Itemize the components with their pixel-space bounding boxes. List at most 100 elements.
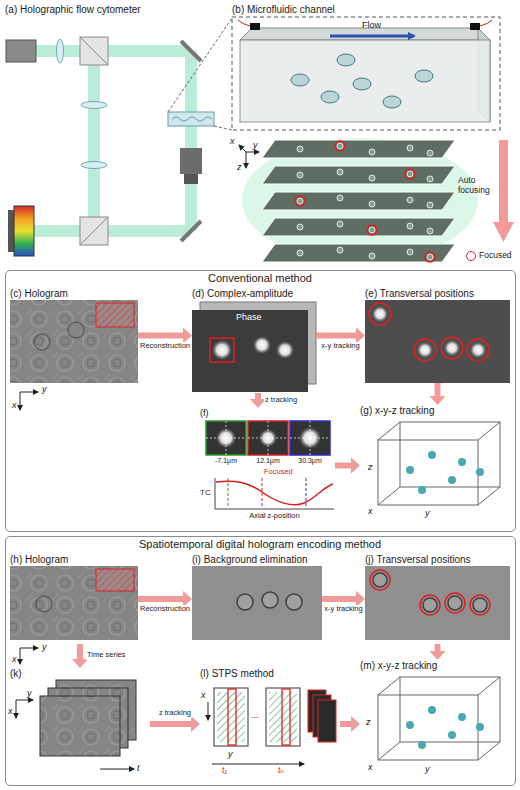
figure-panel: (h) Hologram	[10, 554, 138, 644]
arrow-head	[430, 396, 446, 405]
figure-panel: (j) Transversal positions	[365, 554, 510, 644]
axis-label: x	[12, 654, 17, 664]
flow-arrow	[150, 716, 200, 732]
figure-panel: (f) -7.1μm12.1μm30.3μmTC FocusedAxial z-po…	[200, 408, 335, 524]
3d-tracking-box	[378, 422, 500, 505]
axis-label: x	[368, 506, 373, 516]
axis-title: TC	[200, 488, 211, 497]
stps-illustration	[208, 688, 336, 764]
arrow-label: Time series	[86, 651, 126, 660]
figure-panel: (k)	[10, 668, 150, 780]
depth-value: 30.3μm	[290, 457, 330, 465]
arrow-shaft	[435, 644, 441, 651]
hologram-image	[10, 300, 138, 410]
panel-title: (e) Transversal positions	[365, 288, 474, 300]
axis-label: t	[137, 763, 140, 773]
section-heading: Spatiotemporal digital hologram encoding…	[6, 538, 514, 551]
time-label: t₁	[222, 766, 227, 776]
flow-arrow	[430, 383, 446, 405]
axis-label: y	[425, 764, 430, 774]
panel-title: (l) STPS method	[200, 668, 274, 680]
optical-setup	[6, 18, 232, 256]
tracking-image	[365, 566, 510, 640]
time-label: tₙ	[278, 766, 284, 776]
arrow-head	[72, 659, 88, 668]
figure-panel: (g) x-y-z tracking	[360, 405, 510, 523]
flow-arrow	[335, 458, 360, 474]
panel-title: (c) Hologram	[10, 288, 68, 300]
panel-title: (j) Transversal positions	[365, 554, 471, 566]
axis-label: y	[253, 140, 258, 150]
panel-title: (m) x-y-z tracking	[360, 660, 437, 672]
axis-label: z	[368, 462, 373, 472]
channel-illustration	[232, 17, 514, 262]
axis-label: x	[230, 136, 235, 146]
axis-title: Axial z-position	[216, 512, 333, 521]
axis-label: z	[237, 162, 242, 172]
depth-value: -7.1μm	[206, 457, 246, 465]
axis-label: y	[42, 642, 47, 652]
arrow-head	[351, 716, 360, 732]
panel-title: (h) Hologram	[10, 554, 68, 566]
arrow-label: Reconstruction	[139, 605, 191, 614]
panel-title: (f)	[200, 408, 209, 418]
arrow-shaft	[138, 596, 183, 602]
arrow-label: x-y tracking	[320, 342, 360, 351]
flow-arrow	[340, 716, 360, 732]
phase-image	[192, 302, 316, 392]
axis-label: x	[201, 690, 206, 700]
section-heading: Conventional method	[6, 272, 514, 285]
flow-label: Flow	[362, 20, 381, 30]
background-free-image	[192, 566, 322, 640]
method-section: Conventional method (c) Hologram (d) Compl…	[5, 270, 516, 532]
axis-label: x	[12, 400, 17, 410]
arrow-shaft	[77, 644, 83, 659]
hologram-image	[10, 566, 138, 664]
figure-panel: (b) Microfluidic channel	[228, 3, 517, 265]
arrow-head	[430, 651, 446, 660]
panel-title: (d) Complex-amplitude	[192, 288, 293, 300]
figure-panel: (i) Background elimination	[192, 554, 322, 644]
image-label: Phase	[236, 312, 262, 322]
arrow-shaft	[316, 333, 356, 339]
axis-label: y	[27, 688, 32, 698]
panel-title: (a) Holographic flow cytometer	[5, 4, 141, 16]
axis-label: z	[366, 717, 371, 727]
panel-title: (i) Background elimination	[192, 554, 308, 566]
figure-panel: (d) Complex-amplitudePhase	[192, 288, 316, 393]
focus-marker: Focused	[264, 468, 293, 477]
method-section: Spatiotemporal digital hologram encoding…	[5, 536, 516, 786]
arrow-label: z tracking	[264, 396, 298, 405]
figure-panel: (l) STPS method	[200, 668, 340, 780]
arrow-head	[351, 458, 360, 474]
figure-panel: (m) x-y-z tracking	[360, 660, 510, 780]
arrow-shaft	[150, 721, 191, 727]
arrow-shaft	[335, 463, 351, 469]
arrow-label: x-y tracking	[323, 605, 363, 614]
panel-title: (g) x-y-z tracking	[360, 405, 434, 417]
arrow-label: z tracking	[158, 709, 192, 718]
arrow-shaft	[340, 721, 351, 727]
figure-panel: (c) Hologram	[10, 288, 138, 383]
panel-title: (b) Microfluidic channel	[232, 4, 335, 16]
arrow-shaft	[255, 393, 261, 399]
arrow-label: Reconstruction	[139, 342, 191, 351]
legend-text: Focused	[479, 251, 512, 261]
arrow-shaft	[435, 383, 441, 396]
axis-label: x	[368, 762, 373, 772]
legend-swatch	[466, 251, 476, 261]
panel-title: (k)	[10, 668, 22, 680]
depth-value: 12.1μm	[248, 457, 288, 465]
annotation: Auto focusing	[458, 176, 496, 196]
axis-label: x	[8, 706, 13, 716]
axis-label: y	[425, 508, 430, 518]
axis-label: y	[228, 749, 233, 759]
flow-arrow	[430, 644, 446, 660]
arrow-shaft	[322, 596, 356, 602]
arrow-head	[191, 716, 200, 732]
figure-panel: (e) Transversal positions	[365, 288, 510, 383]
3d-tracking-box	[378, 677, 500, 760]
hologram-stack	[16, 680, 136, 769]
